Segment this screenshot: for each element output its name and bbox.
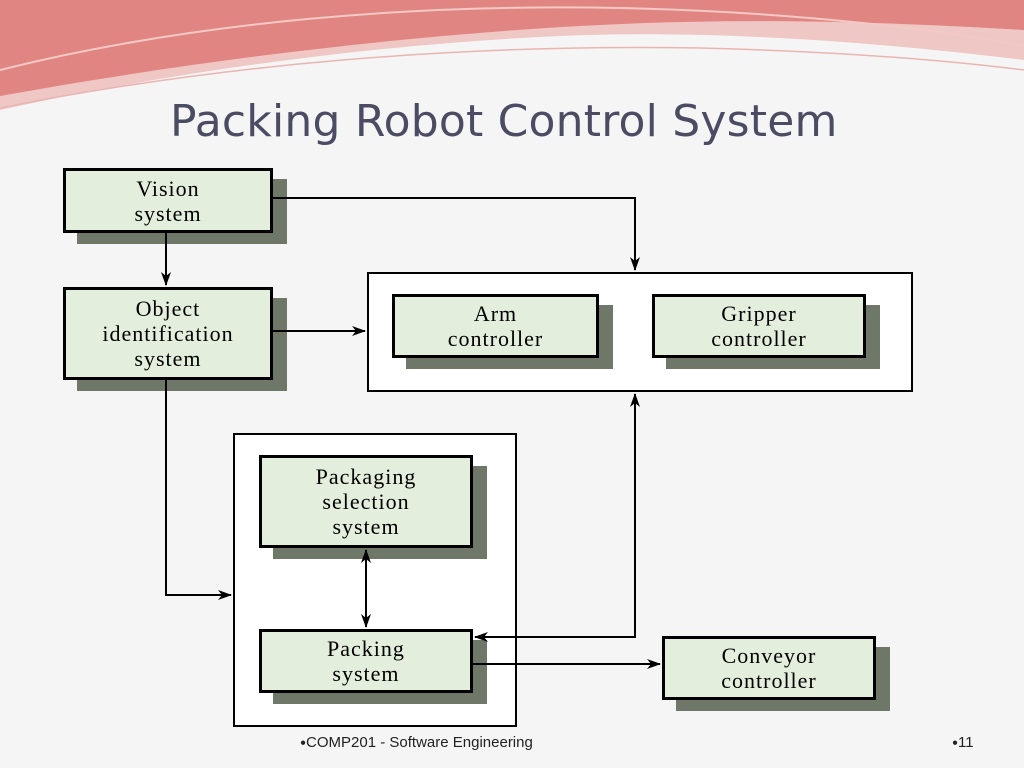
vision-to-controllers-arrow xyxy=(273,197,640,271)
bullet-icon: ● xyxy=(300,737,307,749)
footer-page: ●11 xyxy=(952,734,974,751)
conveyor-controller-box: Conveyor controller xyxy=(662,636,876,700)
bullet-icon: ● xyxy=(952,737,959,749)
header-decoration xyxy=(0,0,1024,110)
vision-system-box: Vision system xyxy=(63,168,273,233)
packing-system-box: Packing system xyxy=(259,629,473,693)
page-number: 11 xyxy=(958,734,974,751)
controllers-packing-double-arrow xyxy=(474,393,640,642)
arm-controller-box: Arm controller xyxy=(392,294,599,358)
packaging-selection-box: Packaging selection system xyxy=(259,455,473,548)
gripper-controller-box: Gripper controller xyxy=(652,294,866,358)
slide-title: Packing Robot Control System xyxy=(170,96,838,147)
footer-course-text: COMP201 - Software Engineering xyxy=(306,734,533,751)
footer-course: ●COMP201 - Software Engineering xyxy=(300,734,533,751)
object-identification-box: Object identification system xyxy=(63,287,273,380)
object-id-to-packing-group-arrow xyxy=(165,380,232,600)
